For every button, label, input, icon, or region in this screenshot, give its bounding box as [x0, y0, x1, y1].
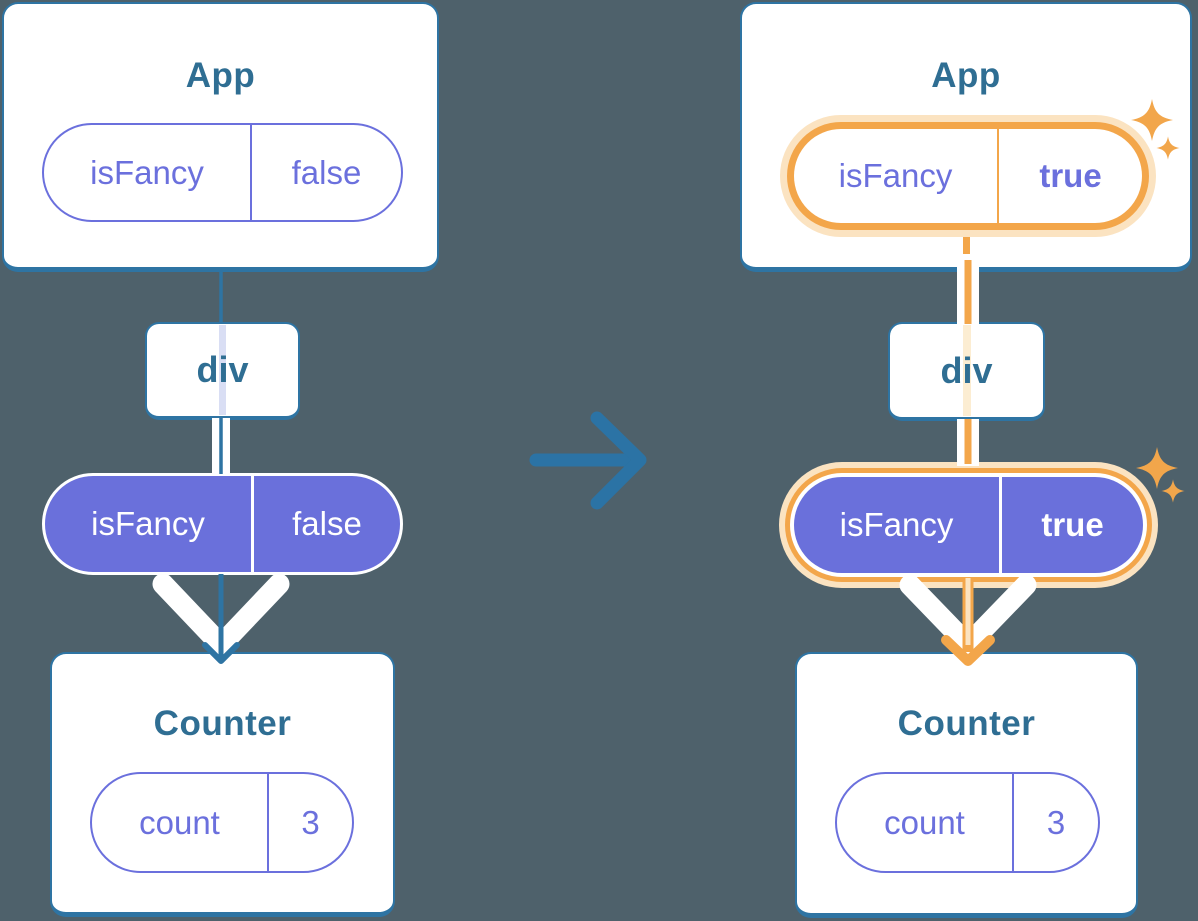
before-div-box: div — [145, 322, 300, 420]
state-name-label: count — [139, 803, 220, 841]
state-value-label: 3 — [1012, 774, 1098, 871]
after-counter-state-pill: count 3 — [835, 772, 1100, 873]
after-app-card: App isFancy true — [740, 2, 1192, 272]
prop-name-label: isFancy — [90, 153, 204, 191]
after-app-prop-pill-highlight: isFancy true — [780, 115, 1156, 237]
prop-thread-line — [219, 325, 226, 415]
after-div-box: div — [888, 322, 1045, 421]
before-app-prop-pill: isFancy false — [42, 123, 403, 222]
prop-thread-line — [962, 325, 971, 416]
after-counter-title: Counter — [897, 704, 1036, 743]
after-counter-card: Counter count 3 — [795, 652, 1138, 918]
after-app-prop-pill: isFancy true — [794, 129, 1142, 223]
state-value-label: false — [251, 476, 400, 572]
state-name-label: isFancy — [91, 505, 205, 542]
before-state-pill: isFancy false — [42, 473, 403, 575]
prop-value-label: true — [997, 129, 1142, 223]
before-app-card: App isFancy false — [2, 2, 439, 272]
state-name-label: isFancy — [839, 506, 954, 543]
after-div-label: div — [940, 349, 993, 391]
state-value-label: true — [999, 477, 1143, 573]
after-state-pill-highlight: isFancy true — [779, 462, 1158, 588]
sparkle-icon — [1161, 479, 1185, 503]
prop-value-label: false — [250, 125, 401, 220]
state-name-label: count — [884, 803, 965, 841]
before-app-title: App — [185, 56, 256, 95]
before-chevron-arrow — [152, 573, 290, 656]
transition-arrow-icon — [529, 411, 647, 510]
before-div-label: div — [196, 349, 249, 390]
after-state-pill: isFancy true — [794, 477, 1143, 573]
before-counter-state-pill: count 3 — [90, 772, 354, 873]
after-chevron-arrow — [899, 574, 1037, 656]
highlight-ring: isFancy true — [785, 468, 1152, 582]
prop-stem-line — [962, 232, 970, 272]
before-counter-card: Counter count 3 — [50, 652, 395, 917]
state-value-label: 3 — [267, 774, 352, 871]
prop-name-label: isFancy — [838, 157, 953, 194]
highlight-ring: isFancy true — [787, 122, 1149, 230]
after-app-title: App — [931, 56, 1001, 95]
before-counter-title: Counter — [153, 704, 292, 743]
